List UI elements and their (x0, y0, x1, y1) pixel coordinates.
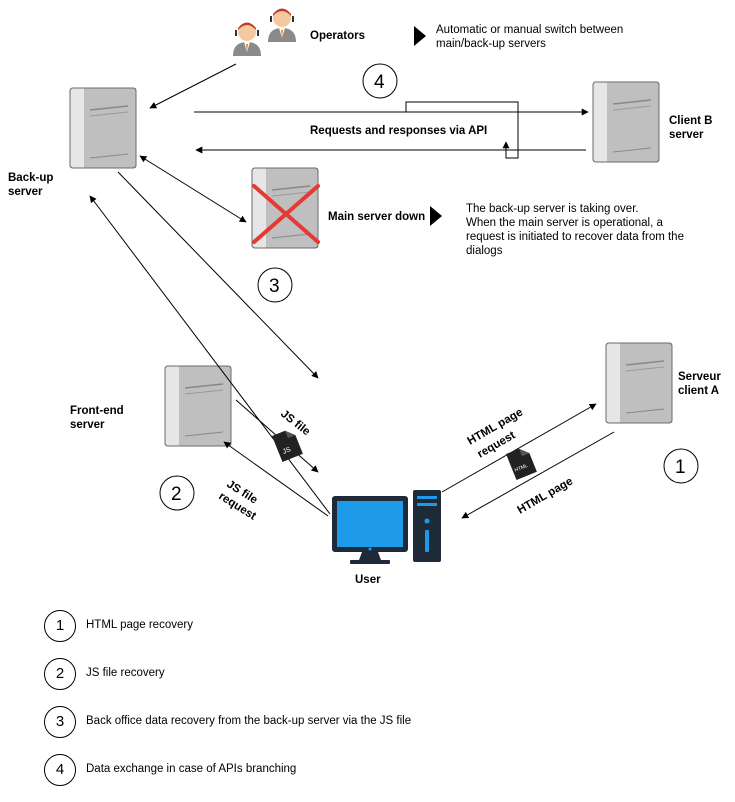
operators-icon (232, 7, 297, 57)
switch-note-line-1: Automatic or manual switch between (436, 24, 623, 36)
user-label: User (355, 574, 381, 586)
legend-item: 1 HTML page recovery (44, 610, 544, 658)
legend-text: JS file recovery (86, 667, 165, 679)
svg-text:3: 3 (269, 276, 280, 297)
client-b-label-2: server (669, 129, 704, 141)
step-marker-4: 4 (362, 63, 398, 99)
takeover-note-line-4: dialogs (466, 245, 503, 257)
operators-to-backup-arrow (149, 63, 237, 109)
main-server-down-label: Main server down (328, 211, 425, 223)
operators-label: Operators (310, 30, 365, 42)
legend-text: Back office data recovery from the back-… (86, 715, 412, 727)
api-switch-connector (405, 101, 519, 159)
crossed-out-icon (252, 184, 320, 244)
legend-item: 4 Data exchange in case of APIs branchin… (44, 754, 544, 802)
client-a-to-user-page-arrow (461, 431, 615, 519)
legend-number: 4 (44, 754, 76, 786)
legend-text: Data exchange in case of APIs branching (86, 763, 297, 775)
client-a-label-2: client A (678, 385, 719, 397)
front-end-label-2: server (70, 419, 105, 431)
client-a-server-icon (605, 342, 673, 424)
html-file-icon-text: HTML (514, 463, 529, 474)
backup-server-icon (69, 87, 137, 169)
switch-note-line-2: main/back-up servers (436, 38, 546, 50)
svg-text:1: 1 (675, 457, 686, 478)
takeover-note-line-1: The back-up server is taking over. (466, 203, 639, 215)
legend-item: 3 Back office data recovery from the bac… (44, 706, 544, 754)
legend-number: 2 (44, 658, 76, 690)
client-b-label-1: Client B (669, 115, 712, 127)
front-end-label-1: Front-end (70, 405, 124, 417)
step-marker-3: 3 (257, 267, 293, 303)
client-b-server-icon (592, 81, 660, 163)
legend-number: 1 (44, 610, 76, 642)
backup-server-label-1: Back-up (8, 172, 53, 184)
js-file-icon-text: JS (282, 446, 293, 456)
html-file-icon: HTML (506, 448, 537, 480)
html-page-label: HTML page (516, 475, 575, 516)
js-file-icon: JS (272, 430, 303, 462)
backup-to-user-js-arrow (117, 171, 319, 379)
step-marker-2: 2 (159, 475, 195, 511)
step-marker-1: 1 (663, 448, 699, 484)
takeover-note-line-3: request is initiated to recover data fro… (466, 231, 684, 243)
backup-main-sync-arrow (139, 155, 247, 223)
user-to-client-a-request-arrow (441, 403, 597, 493)
api-exchange-label: Requests and responses via API (310, 125, 487, 137)
user-computer-icon (332, 490, 441, 564)
takeover-note-line-2: When the main server is operational, a (466, 217, 663, 229)
note-pointer-icon (414, 26, 426, 46)
legend-number: 3 (44, 706, 76, 738)
legend: 1 HTML page recovery 2 JS file recovery … (44, 610, 544, 802)
front-end-server-icon (164, 365, 232, 447)
takeover-pointer-icon (430, 206, 442, 226)
svg-text:2: 2 (171, 484, 182, 505)
svg-text:4: 4 (374, 72, 385, 93)
client-a-label-1: Serveur (678, 371, 721, 383)
user-to-backup-request-arrow (89, 195, 331, 515)
backup-server-label-2: server (8, 186, 43, 198)
legend-text: HTML page recovery (86, 619, 193, 631)
legend-item: 2 JS file recovery (44, 658, 544, 706)
user-to-front-end-request-arrow (223, 441, 329, 517)
